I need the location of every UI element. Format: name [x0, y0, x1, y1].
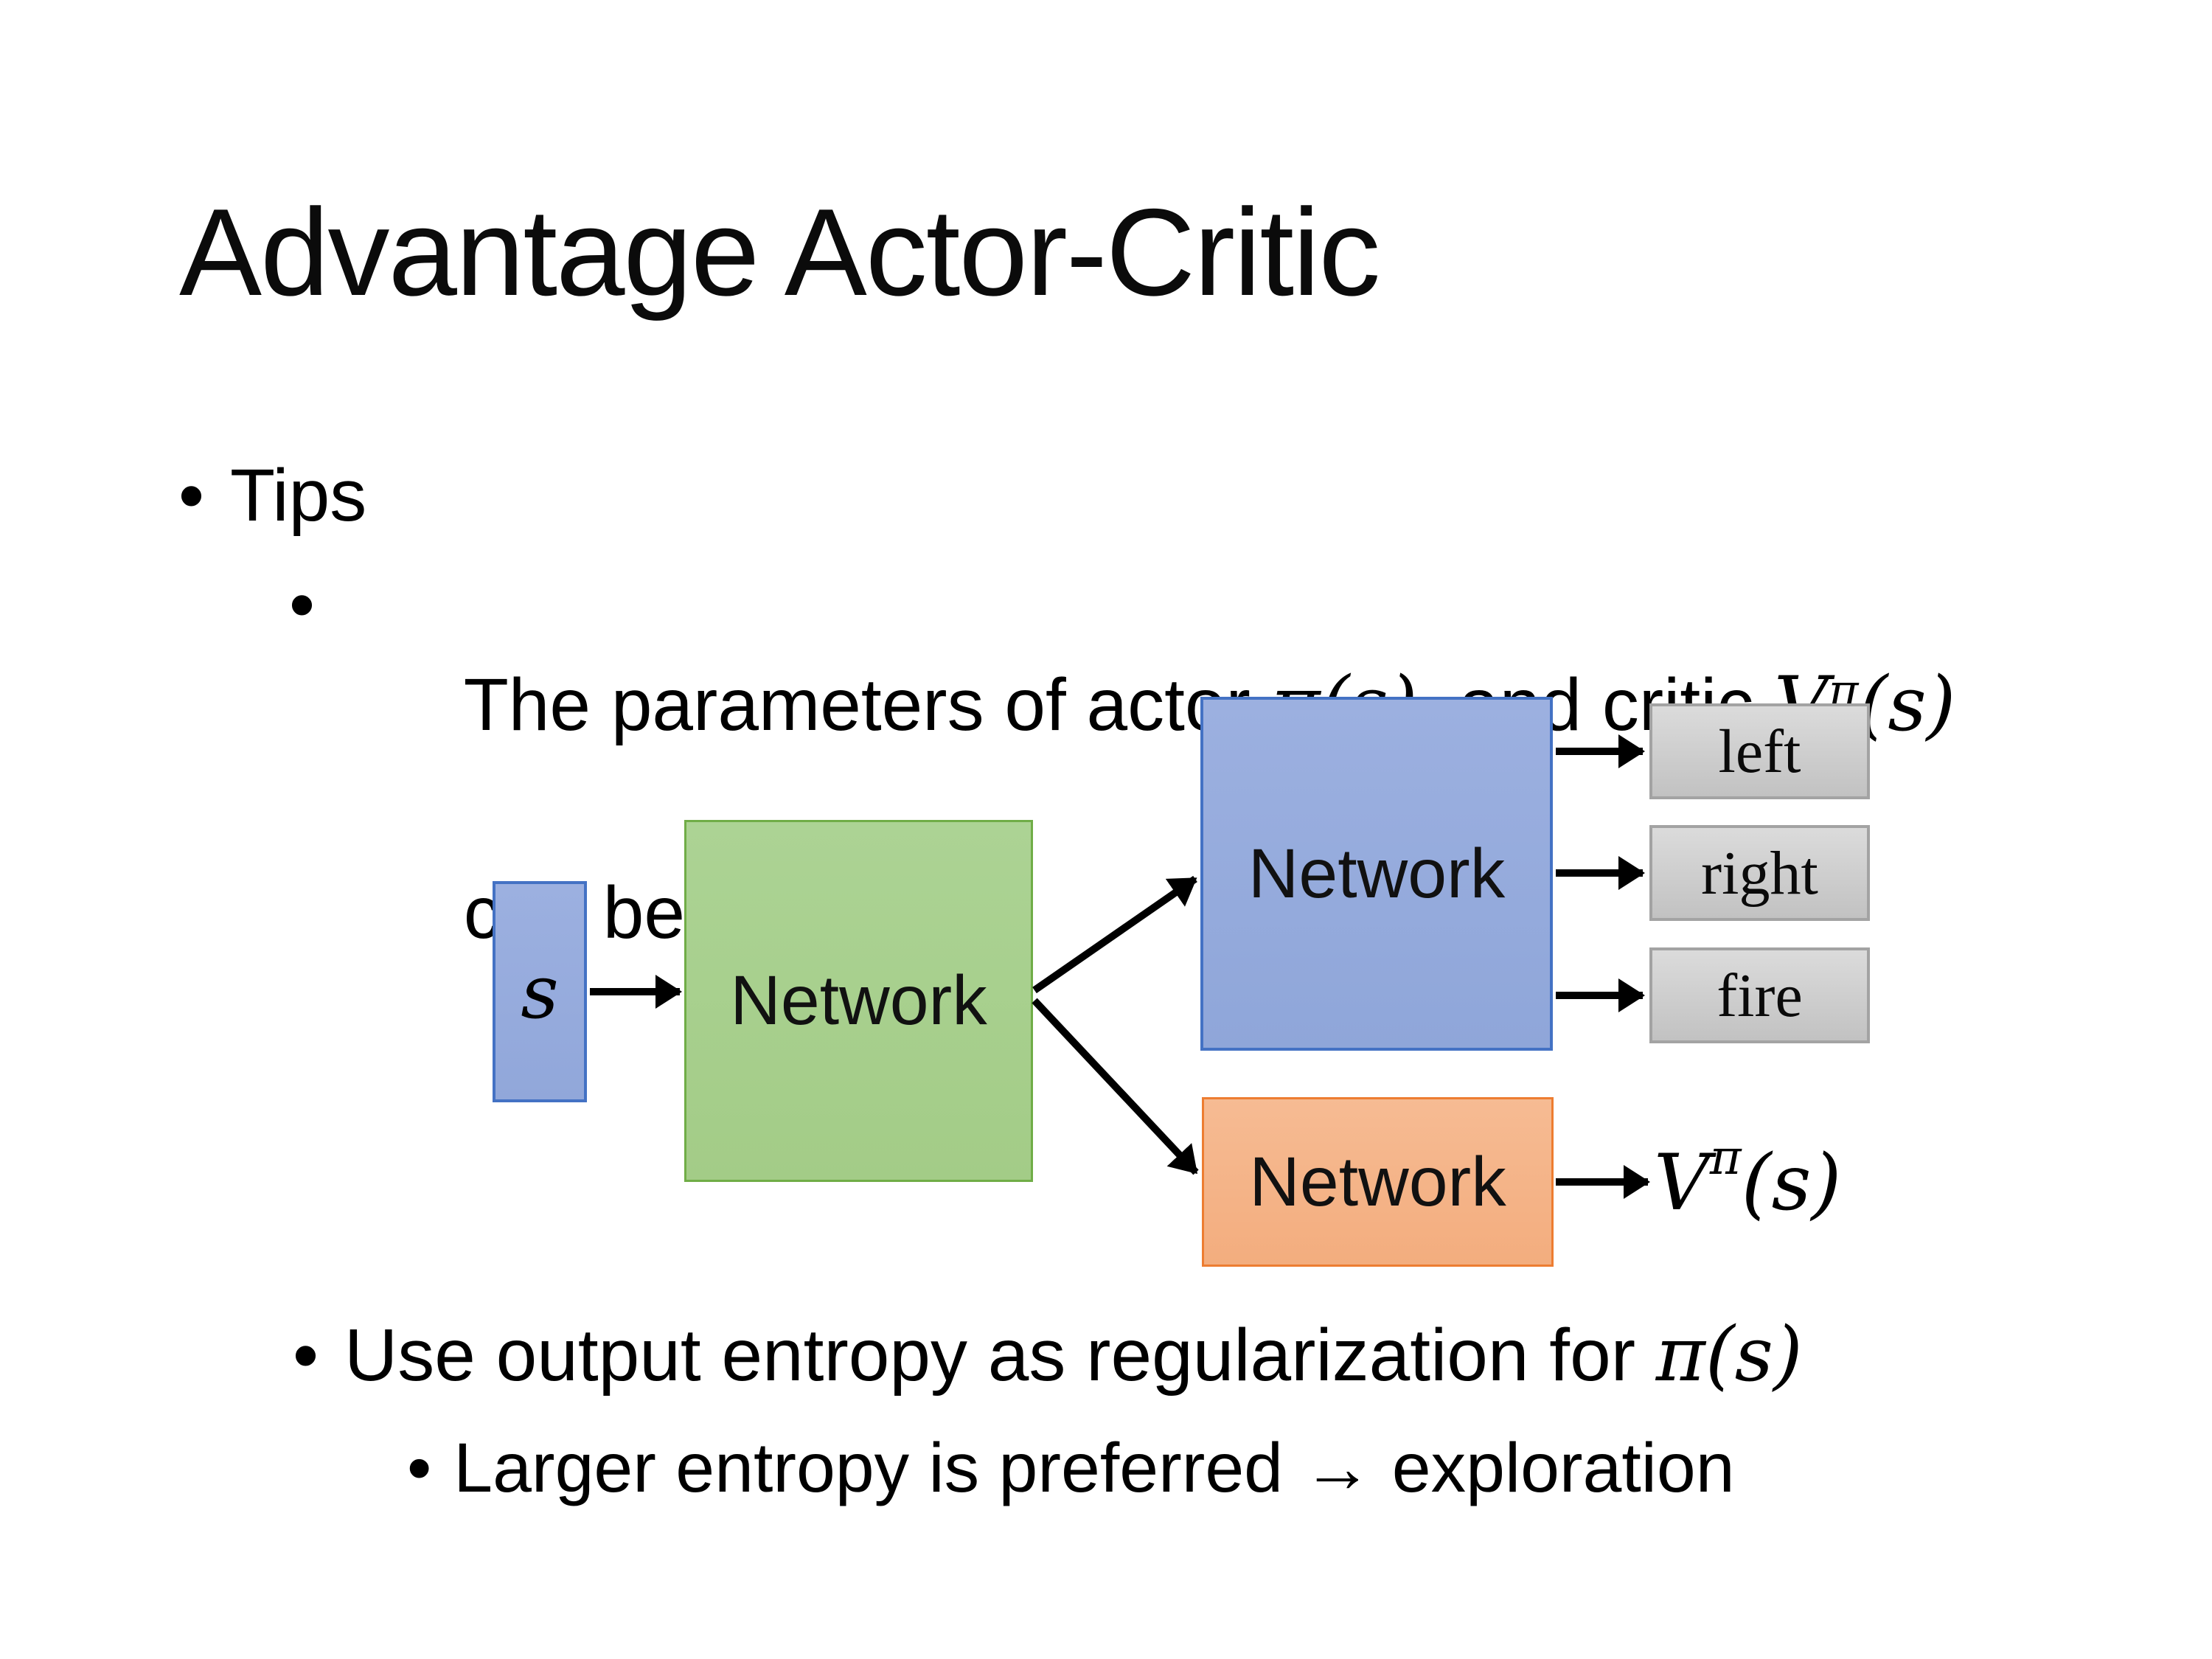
action-label-left: left	[1718, 717, 1801, 786]
bullet-entropy-text: Use output entropy as regularization for…	[344, 1311, 1803, 1399]
math-entropy-pi-s: π(s)	[1655, 1311, 1803, 1399]
bullet-dot: •	[293, 1314, 319, 1397]
action-box-fire: fire	[1649, 947, 1870, 1043]
entropy-prefix: Use output entropy as regularization for	[344, 1314, 1656, 1397]
math-critic-args: (s)	[1858, 661, 1956, 748]
critic-network-box: Network	[1202, 1097, 1554, 1267]
action-box-right: right	[1649, 825, 1870, 921]
actor-network-label: Network	[1248, 834, 1506, 913]
critic-output-V: V	[1654, 1138, 1710, 1228]
shared-prefix: The parameters of actor	[463, 664, 1271, 746]
slide-title: Advantage Actor-Critic	[179, 183, 1380, 321]
bullet-dot: •	[178, 454, 205, 537]
bullet-dot: •	[289, 563, 316, 646]
bullet-tips-label: Tips	[230, 454, 367, 537]
state-box: s	[493, 881, 587, 1102]
state-label: s	[521, 948, 559, 1035]
critic-network-label: Network	[1249, 1142, 1506, 1221]
shared-network-box: Network	[684, 820, 1033, 1182]
action-label-fire: fire	[1717, 961, 1803, 1030]
bullet-larger-entropy: • Larger entropy is preferred → explorat…	[407, 1426, 1735, 1510]
bullet-tips: • Tips	[178, 451, 366, 540]
actor-network-box: Network	[1200, 697, 1553, 1051]
shared-network-label: Network	[730, 961, 987, 1040]
bullet-exploration-label: Larger entropy is preferred → exploratio…	[453, 1429, 1735, 1507]
critic-output-args: (s)	[1741, 1138, 1842, 1228]
critic-output-sup-pi: π	[1709, 1130, 1742, 1186]
bullet-use-entropy: • Use output entropy as regularization f…	[293, 1311, 1803, 1399]
action-box-left: left	[1649, 703, 1870, 799]
bullet-dot: •	[407, 1429, 432, 1507]
action-label-right: right	[1701, 838, 1818, 908]
